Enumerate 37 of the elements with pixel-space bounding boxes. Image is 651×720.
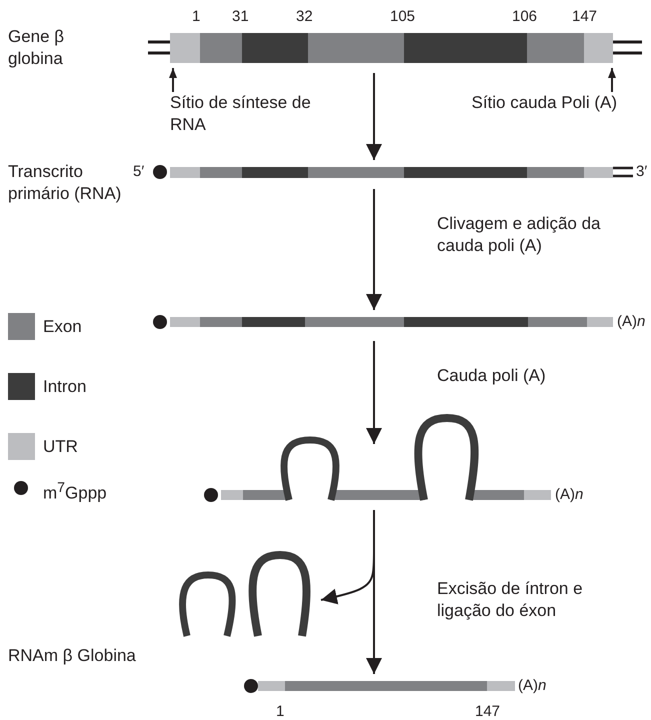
step-label: Excisão de íntron e ligação do éxon bbox=[437, 578, 584, 622]
molecule-label: 3′ bbox=[636, 162, 648, 182]
molecule-label: 5′ bbox=[133, 162, 146, 182]
position-number: 147 bbox=[572, 7, 598, 27]
position-number: 32 bbox=[296, 7, 314, 27]
legend-label: UTR bbox=[43, 436, 78, 458]
arrow bbox=[366, 516, 382, 674]
position-number: 1 bbox=[192, 7, 202, 27]
arrow bbox=[320, 510, 375, 604]
annotation-text: Sítio cauda Poli (A) bbox=[437, 92, 617, 114]
arrow bbox=[366, 189, 382, 310]
molecule-bar-drawing bbox=[148, 33, 642, 63]
excised-intron-drawing bbox=[179, 551, 310, 637]
molecule-label: (A)n bbox=[518, 676, 548, 696]
molecule-label: (A)n bbox=[555, 485, 584, 505]
arrow bbox=[169, 68, 177, 92]
position-number: 147 bbox=[475, 702, 502, 720]
position-number: 31 bbox=[232, 7, 250, 27]
molecule-bar-drawing bbox=[244, 679, 515, 693]
legend-label: Exon bbox=[43, 316, 82, 338]
position-number: 105 bbox=[390, 7, 416, 27]
stage-label: Gene β globina bbox=[8, 26, 66, 70]
step-label: Clivagem e adição da cauda poli (A) bbox=[437, 213, 602, 257]
arrow bbox=[608, 68, 616, 92]
step-label: Cauda poli (A) bbox=[437, 365, 547, 387]
annotation-text: Sítio de síntese de RNA bbox=[170, 92, 320, 136]
legend-label: Intron bbox=[43, 376, 86, 398]
legend-label: m$^{7}$Gppp bbox=[43, 479, 107, 505]
molecule-bar-drawing bbox=[204, 414, 551, 502]
arrow bbox=[366, 73, 382, 160]
molecule-label: (A)n bbox=[617, 312, 646, 332]
arrow bbox=[366, 341, 382, 444]
position-number: 1 bbox=[276, 702, 286, 720]
molecule-bar-drawing bbox=[153, 165, 633, 179]
molecule-bar-drawing bbox=[153, 315, 613, 329]
position-number: 106 bbox=[512, 7, 538, 27]
stage-label: RNAm β Globina bbox=[8, 645, 137, 667]
